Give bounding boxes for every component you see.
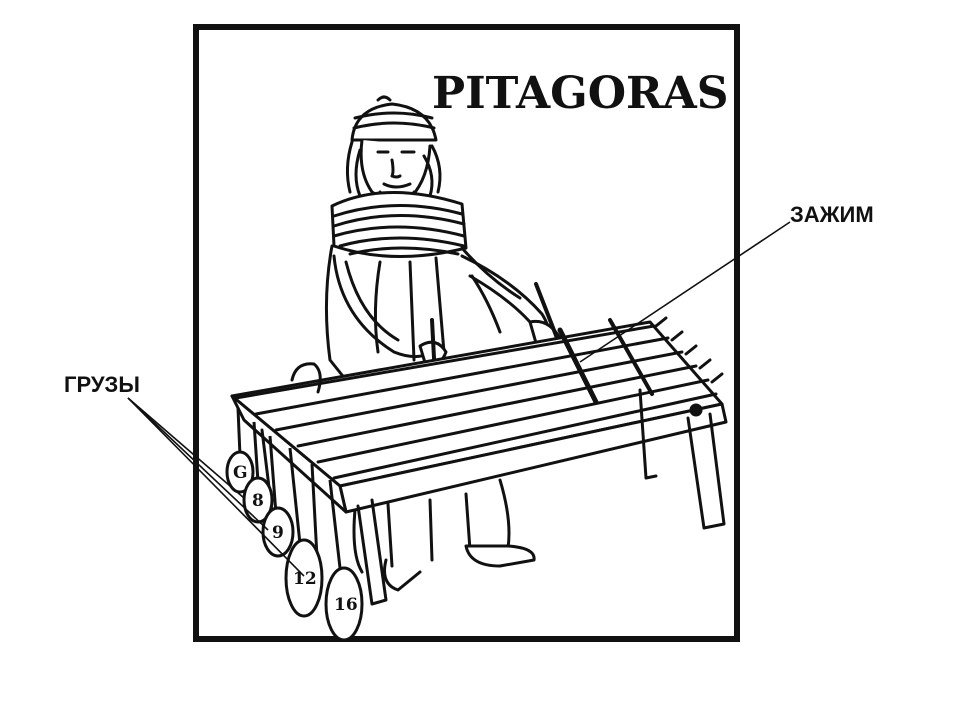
woodcut-title: PITAGORAS bbox=[432, 68, 729, 119]
weight-label-1: G bbox=[233, 463, 248, 483]
weight-label-4: 12 bbox=[293, 569, 317, 589]
weight-5 bbox=[324, 566, 364, 642]
weights-leader-3 bbox=[127, 397, 305, 577]
string-2 bbox=[254, 336, 670, 416]
pythagoras-figure bbox=[324, 95, 580, 592]
weight-1 bbox=[225, 450, 255, 494]
string-instrument bbox=[230, 316, 728, 606]
weights-leader-2 bbox=[127, 397, 269, 531]
string-1 bbox=[234, 324, 656, 400]
weight-4 bbox=[284, 538, 324, 618]
weight-label-5: 16 bbox=[334, 595, 358, 615]
weight-2 bbox=[242, 476, 274, 524]
clamp-callout-label: ЗАЖИМ bbox=[790, 202, 874, 227]
hanging-weights bbox=[225, 407, 364, 642]
string-6 bbox=[332, 392, 718, 480]
weights-callout-label: ГРУЗЫ bbox=[64, 372, 140, 397]
string-3 bbox=[274, 350, 684, 432]
string-4 bbox=[296, 364, 698, 448]
weight-label-3: 9 bbox=[272, 523, 284, 543]
clamp-leader bbox=[579, 221, 791, 363]
callout-leaders bbox=[127, 221, 791, 577]
weight-label-2: 8 bbox=[252, 491, 264, 511]
string-5 bbox=[316, 378, 710, 464]
weight-3 bbox=[261, 506, 295, 558]
weights-leader-1 bbox=[127, 397, 245, 499]
